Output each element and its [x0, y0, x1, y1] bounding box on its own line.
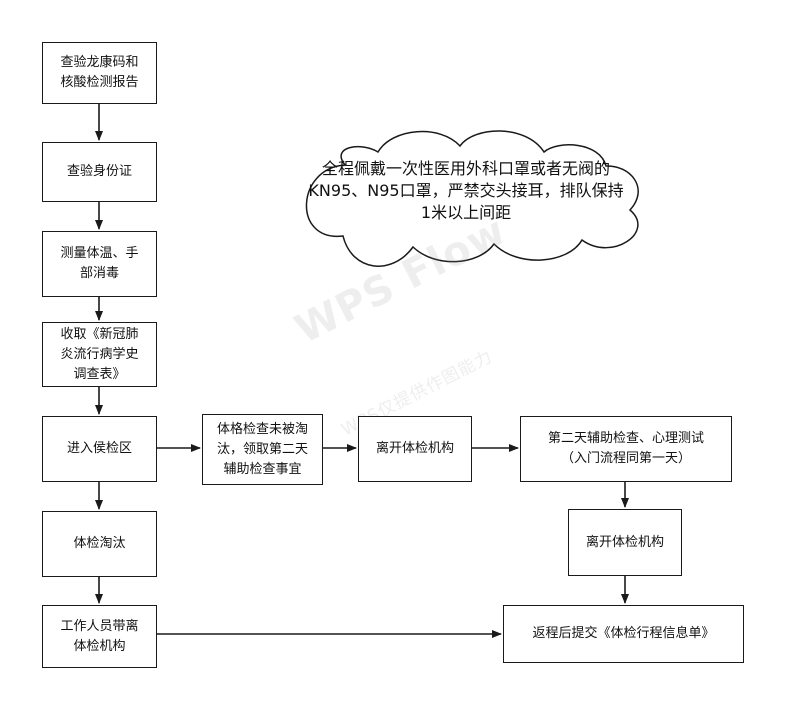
- node-label: 离开体检机构: [375, 441, 454, 456]
- node-check-id: 查验身份证: [42, 142, 157, 202]
- node-label: 部消毒: [79, 266, 119, 281]
- node-label: 查验龙康码和: [60, 55, 139, 70]
- node-label: 返程后提交《体检行程信息单》: [532, 626, 715, 641]
- note-line: 1米以上间距: [420, 203, 512, 222]
- node-label: 查验身份证: [66, 164, 132, 179]
- node-label: （入门流程同第一天）: [560, 451, 691, 466]
- node-label: 工作人员带离: [60, 618, 139, 634]
- node-label: 调查表》: [73, 366, 126, 382]
- node-label: 测量体温、手: [60, 246, 139, 261]
- node-temperature: 测量体温、手 部消毒: [42, 231, 157, 297]
- node-label: 体检机构: [73, 638, 126, 654]
- node-label: 进入侯检区: [66, 441, 132, 456]
- node-label: 收取《新冠肺: [60, 326, 139, 342]
- node-leave-2: 离开体检机构: [568, 509, 682, 576]
- note-line: KN95、N95口罩，严禁交头接耳，排队保持: [308, 181, 624, 200]
- node-label: 汰，领取第二天: [216, 441, 308, 457]
- node-not-eliminated: 体格检查未被淘 汰，领取第二天 辅助检查事宜: [202, 414, 323, 485]
- node-label: 核酸检测报告: [60, 75, 139, 90]
- node-label: 离开体检机构: [585, 534, 664, 550]
- node-check-code: 查验龙康码和 核酸检测报告: [42, 42, 157, 104]
- note-line: 全程佩戴一次性医用外科口罩或者无阀的: [321, 159, 610, 178]
- node-waiting-area: 进入侯检区: [42, 416, 157, 482]
- node-label: 炎流行病学史: [60, 346, 139, 362]
- node-leave-1: 离开体检机构: [358, 416, 472, 482]
- node-label: 第二天辅助检查、心理测试: [547, 431, 704, 446]
- cloud-shape: [305, 130, 639, 267]
- node-survey: 收取《新冠肺 炎流行病学史 调查表》: [42, 322, 157, 387]
- node-staff-escort: 工作人员带离 体检机构: [42, 605, 157, 668]
- node-eliminated: 体检淘汰: [42, 511, 157, 577]
- node-label: 体检淘汰: [73, 536, 126, 551]
- node-label: 辅助检查事宜: [223, 461, 302, 477]
- node-label: 体格检查未被淘: [216, 421, 308, 437]
- node-submit-form: 返程后提交《体检行程信息单》: [503, 605, 744, 663]
- note-cloud-text: 全程佩戴一次性医用外科口罩或者无阀的 KN95、N95口罩，严禁交头接耳，排队保…: [292, 158, 640, 224]
- node-day2: 第二天辅助检查、心理测试 （入门流程同第一天）: [520, 416, 732, 482]
